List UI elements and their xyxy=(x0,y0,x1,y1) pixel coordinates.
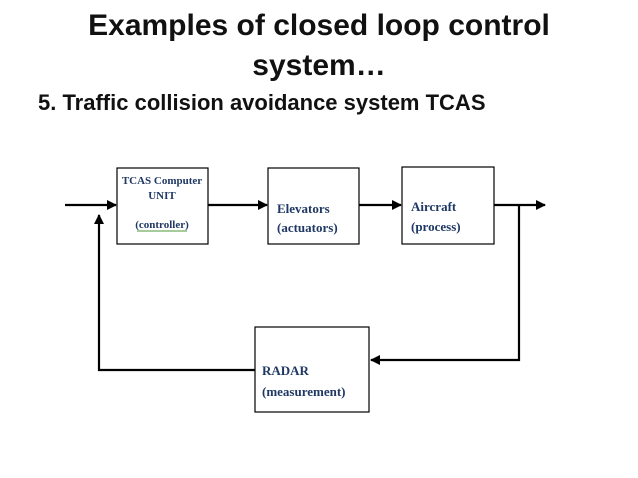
measurement-block xyxy=(254,326,370,413)
output-to-measurement-arrow xyxy=(370,205,521,365)
slide-subtitle: 5. Traffic collision avoidance system TC… xyxy=(38,90,486,115)
feedback-arrow xyxy=(94,214,255,372)
controller-role-label: (controller) xyxy=(135,219,189,231)
actuator-label-line-2: (actuators) xyxy=(277,220,338,235)
controller-label-line-2: UNIT xyxy=(148,190,176,202)
actuator-label-line-1: Elevators xyxy=(277,201,330,216)
measurement-label-line-1: RADAR xyxy=(262,363,310,378)
slide-title: Examples of closed loop control system… xyxy=(40,6,598,86)
actuator-block xyxy=(267,167,360,245)
slide-title-line-1: Examples of closed loop control xyxy=(88,9,550,42)
process-block xyxy=(401,166,495,245)
process-label-line-1: Aircraft xyxy=(411,199,457,214)
measurement-label-line-2: (measurement) xyxy=(262,384,346,399)
slide-title-line-2: system… xyxy=(252,49,386,82)
process-label-line-2: (process) xyxy=(411,219,461,234)
controller-role-word: controller xyxy=(139,219,185,231)
controller-label-line-1: TCAS Computer xyxy=(122,175,202,187)
